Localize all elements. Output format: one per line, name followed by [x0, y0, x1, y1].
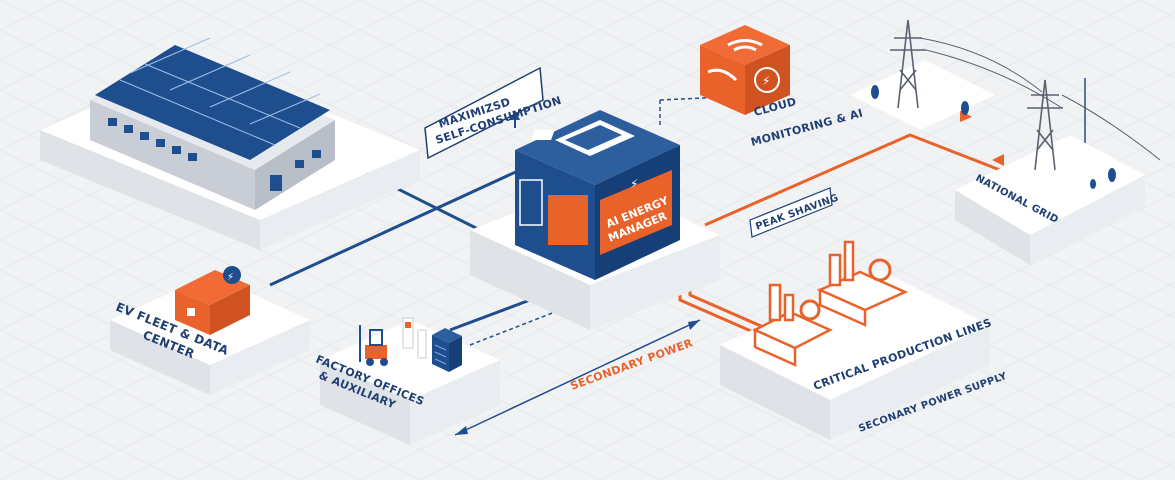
chip-icon [531, 120, 635, 156]
tree-icon [871, 85, 1116, 189]
grid-arrow-in-icon [992, 154, 1004, 166]
server-rack-icon [432, 328, 462, 372]
battery-icon [519, 179, 543, 226]
power-cables [919, 37, 1161, 161]
production-platform [720, 270, 990, 440]
line-factory-dashed [469, 309, 561, 346]
arrow-right-icon [688, 320, 700, 330]
manager-panel-small [548, 195, 588, 245]
charging-station-icon [402, 317, 427, 359]
solar-panel-icon [95, 45, 330, 160]
arrow-left-icon [455, 426, 468, 435]
house-lightning-icon: ⚡ [175, 266, 250, 335]
solar-warehouse [90, 37, 335, 210]
svg-text:⚡: ⚡ [227, 272, 234, 283]
forklift-icon [359, 325, 388, 366]
cloud-bolt-glyph: ⚡ [762, 74, 770, 88]
transmission-tower-icon [890, 19, 1063, 171]
wifi-icon [727, 39, 763, 52]
cloud-lightning-icon [754, 67, 780, 93]
grid-platform [850, 60, 1145, 265]
factory-machine-icon [752, 240, 909, 367]
wifi-icon-side [707, 68, 738, 82]
arrow-up-icon [510, 110, 520, 120]
line-ev-to-manager [269, 168, 521, 287]
ai-energy-manager-cube[interactable]: ⚡ AI ENERGY MANAGER [515, 110, 680, 280]
gear-icon [799, 258, 892, 321]
line-manager-to-grid [704, 133, 1001, 227]
tower-platform [850, 60, 995, 130]
cloud-cube[interactable]: ⚡ [700, 25, 790, 115]
lightning-icon: ⚡ [630, 177, 638, 191]
factory-platform [320, 320, 500, 445]
line-secondary-power [454, 319, 701, 436]
manager-panel [600, 170, 672, 255]
